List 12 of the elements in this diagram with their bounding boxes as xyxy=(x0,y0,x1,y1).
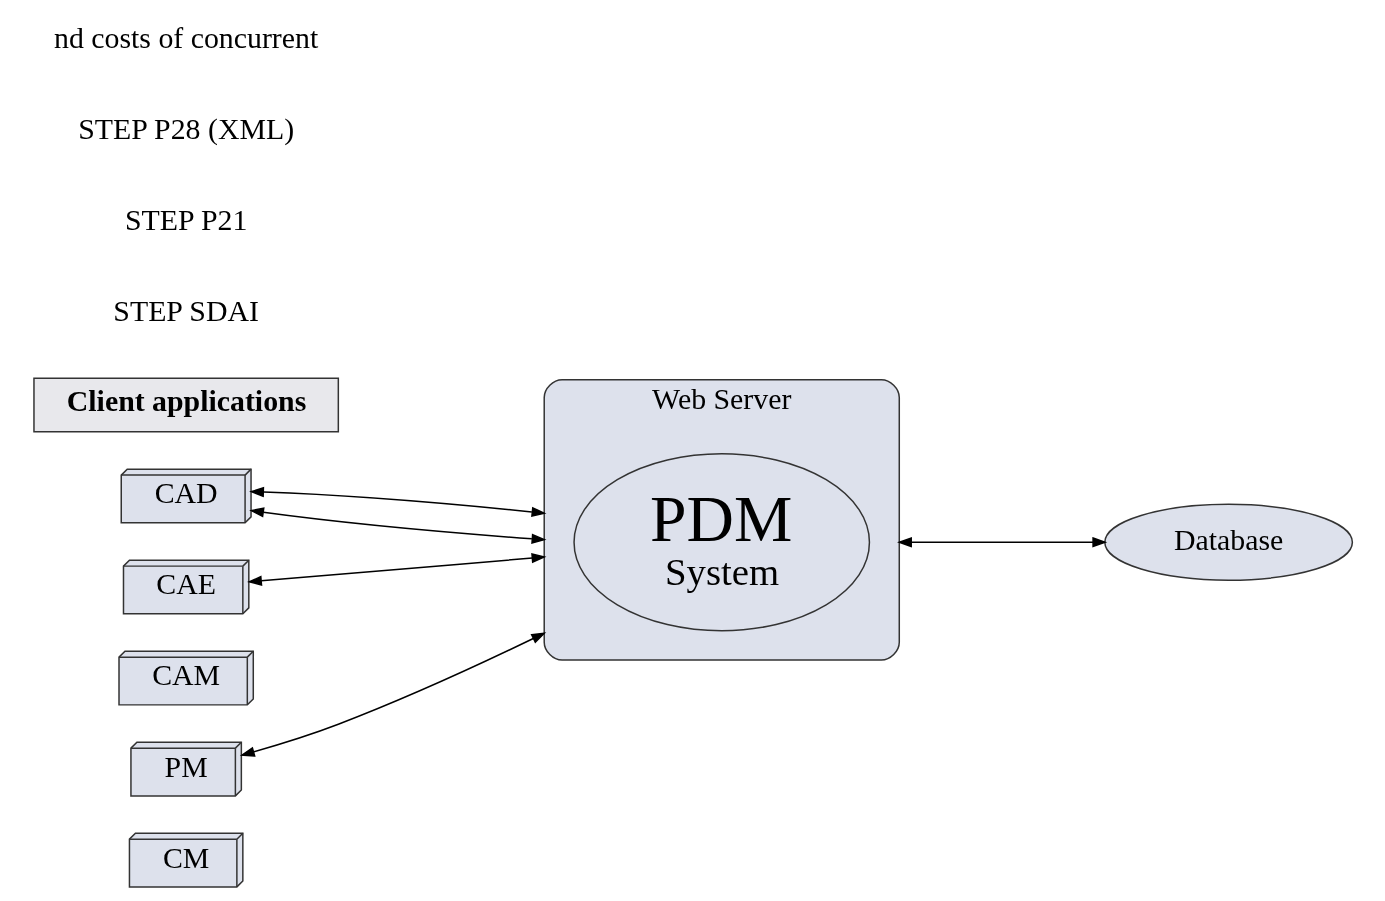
label: nd costs of concurrent xyxy=(53,21,318,55)
arrow xyxy=(239,632,546,757)
arrow xyxy=(248,507,546,544)
arrow xyxy=(896,537,1107,548)
arrow xyxy=(246,552,546,586)
node-ellipse: Database xyxy=(1103,503,1353,581)
arrow xyxy=(248,486,546,518)
node-box: Client applications xyxy=(32,377,339,433)
label: STEP P21 xyxy=(124,203,247,237)
label: STEP P28 (XML) xyxy=(77,112,294,146)
label: STEP SDAI xyxy=(112,294,259,328)
node-ellipse: PDM System xyxy=(572,453,870,632)
